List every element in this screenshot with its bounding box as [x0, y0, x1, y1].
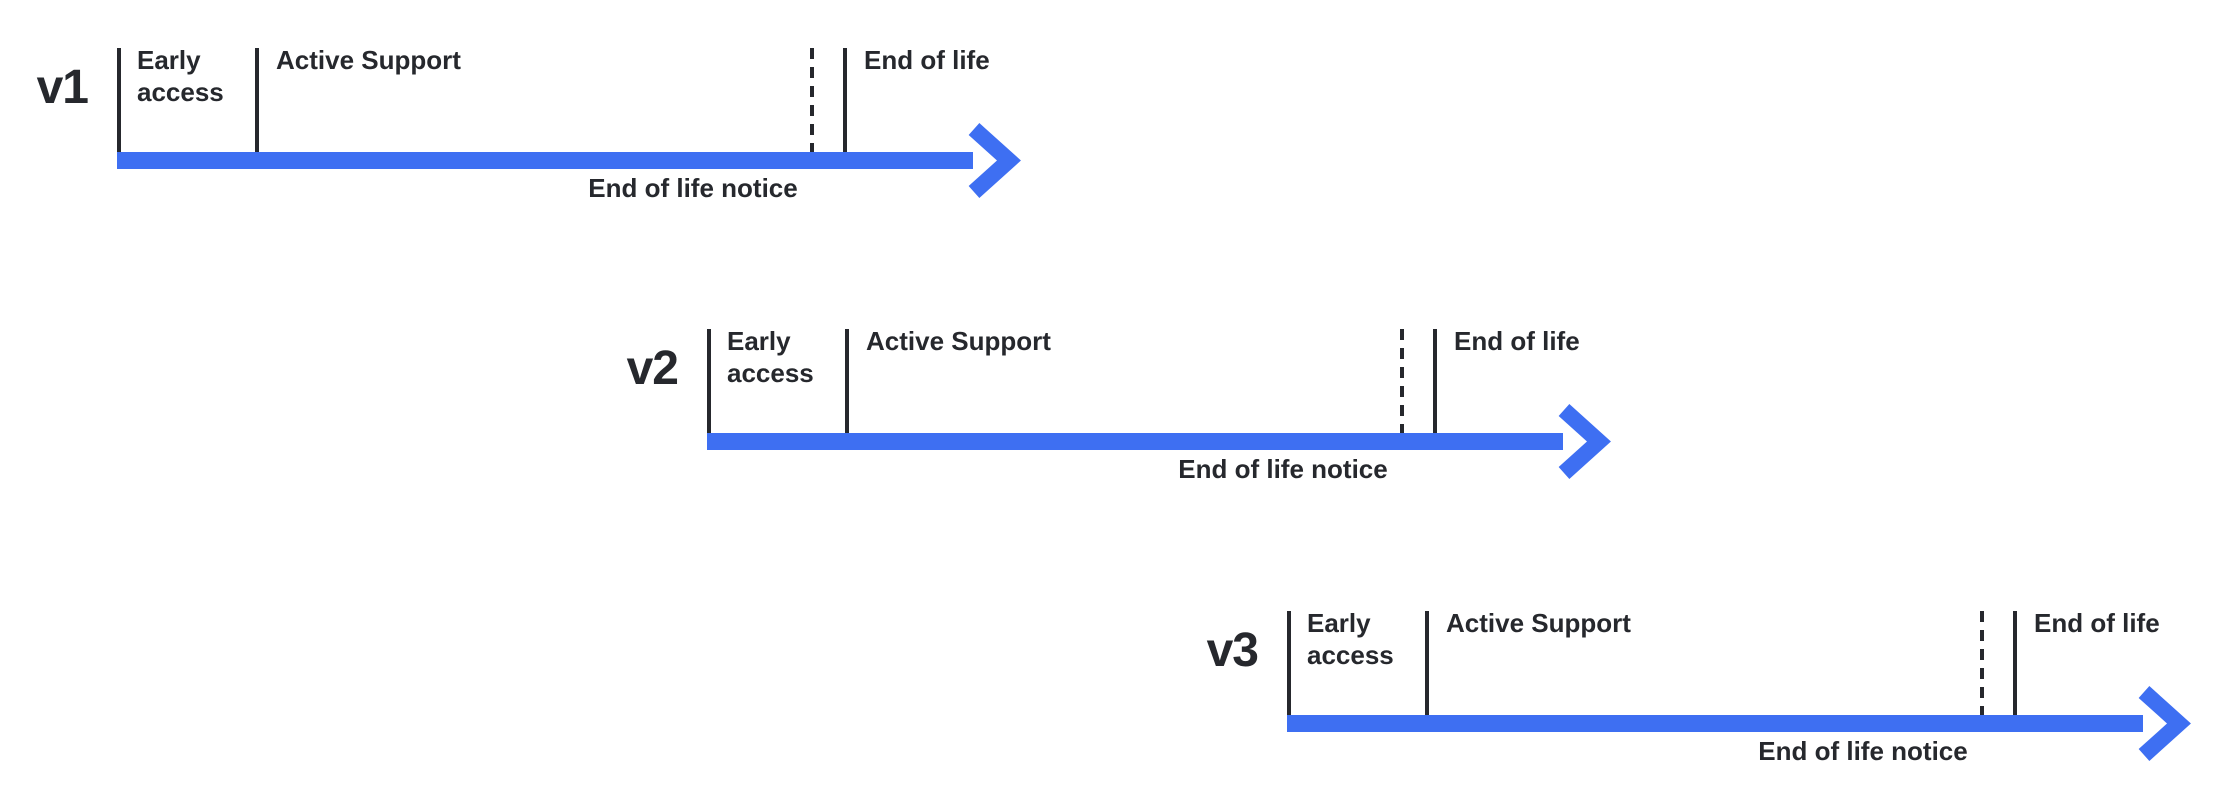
label-end-of-life-notice: End of life notice — [1178, 454, 1388, 484]
right-arrow-icon — [2138, 686, 2191, 761]
label-end-of-life: End of life — [864, 45, 990, 75]
timeline-arrow — [707, 404, 1611, 479]
timeline-v2: v2 Early access Active Support End of li… — [590, 281, 1710, 521]
tick-early-access-start — [1287, 611, 1291, 715]
label-end-of-life: End of life — [2034, 608, 2160, 638]
right-arrow-icon — [968, 123, 1021, 198]
label-end-of-life-notice: End of life notice — [588, 173, 798, 203]
tick-active-support-start — [845, 329, 849, 433]
tick-early-access-start — [707, 329, 711, 433]
timeline-v1: v1 Early access Active Support End of li… — [0, 0, 1120, 240]
label-active-support: Active Support — [1446, 608, 1631, 638]
version-label: v1 — [36, 61, 89, 114]
arrow-shaft — [117, 152, 973, 169]
version-label: v3 — [1206, 624, 1259, 677]
label-early-access: Early access — [1307, 608, 1394, 670]
arrow-shaft — [707, 433, 1563, 450]
tick-end-of-life-notice-dashed — [1400, 329, 1404, 433]
tick-end-of-life — [1433, 329, 1437, 433]
label-end-of-life: End of life — [1454, 326, 1580, 356]
version-label: v2 — [626, 342, 679, 395]
label-end-of-life-notice: End of life notice — [1758, 736, 1968, 766]
label-active-support: Active Support — [866, 326, 1051, 356]
tick-active-support-start — [255, 48, 259, 152]
tick-end-of-life-notice-dashed — [810, 48, 814, 152]
timeline-arrow — [117, 123, 1021, 198]
tick-end-of-life-notice-dashed — [1980, 611, 1984, 715]
right-arrow-icon — [1558, 404, 1611, 479]
timeline-arrow — [1287, 686, 2191, 761]
tick-early-access-start — [117, 48, 121, 152]
tick-end-of-life — [843, 48, 847, 152]
label-early-access: Early access — [137, 45, 224, 107]
label-active-support: Active Support — [276, 45, 461, 75]
tick-end-of-life — [2013, 611, 2017, 715]
tick-active-support-start — [1425, 611, 1429, 715]
arrow-shaft — [1287, 715, 2143, 732]
timeline-v3: v3 Early access Active Support End of li… — [1170, 563, 2228, 803]
label-early-access: Early access — [727, 326, 814, 388]
